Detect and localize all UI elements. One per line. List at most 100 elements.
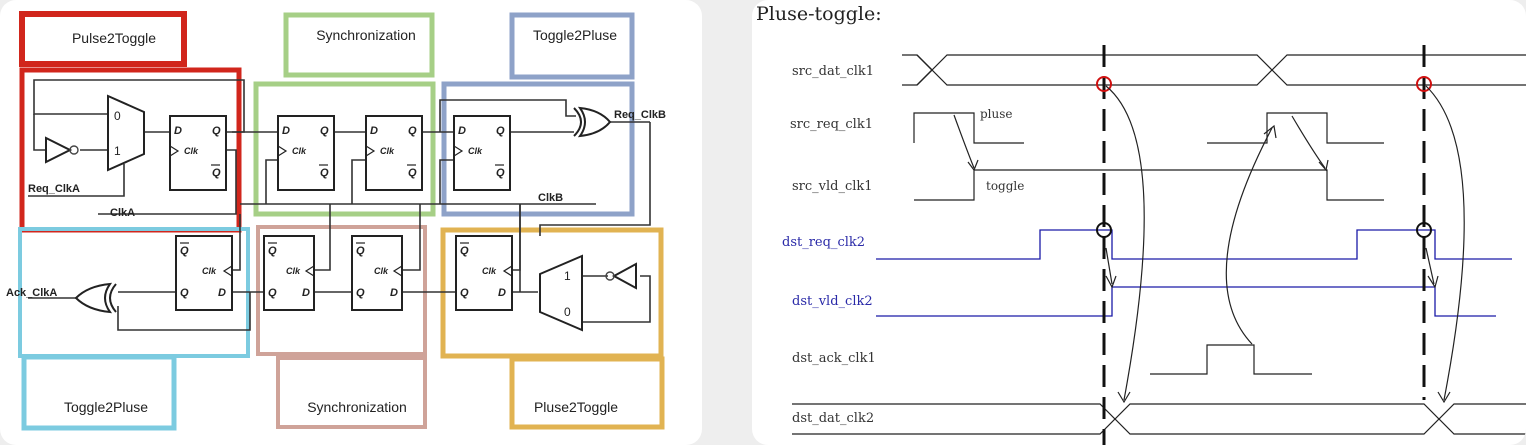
req-clkb-label: Req_ClkB: [614, 109, 666, 121]
clka-label: ClkA: [110, 207, 135, 219]
ff-top-3: D Q Clk Q: [365, 115, 423, 191]
xor-gate-top: [573, 106, 612, 138]
pluse2toggle-bottom-label-box: [509, 356, 665, 430]
wave-dst-ack: [1150, 344, 1312, 375]
ff-bottom-1-qbar: Q: [180, 245, 189, 257]
inverter-bottom: [611, 262, 637, 290]
timing-title: Pluse-toggle:: [756, 3, 882, 25]
top-row-wires: [28, 79, 651, 282]
ff-bottom-4: Q Clk Q D: [455, 235, 513, 311]
wave-dst-dat: [792, 403, 1526, 435]
wave-src-req: [913, 112, 1384, 144]
inverter-bottom-bubble: [605, 271, 615, 281]
sync-bottom-label: Synchronization: [307, 399, 407, 415]
ff-top-2-d: D: [282, 125, 290, 137]
ff-bottom-4-qbar: Q: [460, 245, 469, 257]
clkb-label: ClkB: [538, 192, 563, 204]
mux-top-in1: 1: [114, 144, 121, 158]
timing-panel: Pluse-toggle: src_dat_clk1 src_req_clk1 …: [752, 0, 1526, 445]
ff-top-1-qbar: Q: [212, 167, 221, 179]
bottom-row-wires: [28, 204, 651, 331]
ff-bottom-4-q: Q: [460, 287, 469, 299]
ff-bottom-2: Q Clk Q D: [263, 235, 315, 311]
ff-top-1: D Q Clk Q: [169, 115, 227, 191]
ff-bottom-4-d: D: [498, 287, 506, 299]
ff-top-3-clk: Clk: [380, 146, 395, 156]
pluse2toggle-bottom-region-box: [440, 227, 664, 359]
ff-bottom-3-clk: Clk: [374, 266, 389, 276]
sample-circle-red-1: [1096, 76, 1112, 92]
anno-toggle: toggle: [986, 179, 1024, 193]
req-clka-label: Req_ClkA: [28, 183, 80, 195]
wave-src-vld: [914, 169, 1384, 201]
group-boxes: [18, 11, 665, 431]
toggle2pluse-top-region-box: [441, 81, 635, 217]
causal-arrows: [953, 85, 1465, 404]
ff-top-1-clk: Clk: [184, 146, 199, 156]
ff-bottom-4-clk: Clk: [482, 266, 497, 276]
wave-dst-req: [876, 229, 1512, 260]
inverter-top-bubble: [69, 145, 79, 155]
ff-top-4: D Q Clk Q: [453, 115, 511, 191]
sample-circle-1: [1096, 222, 1112, 238]
ff-top-4-qbar: Q: [496, 167, 505, 179]
ff-top-3-qbar: Q: [408, 167, 417, 179]
toggle2pluse-top-label: Toggle2Pluse: [533, 27, 617, 43]
ff-bottom-2-d: D: [302, 287, 310, 299]
label-dst-dat: dst_dat_clk2: [792, 411, 874, 426]
sync-bottom-region-box: [256, 225, 427, 356]
ack-clka-label: Ack_ClkA: [6, 287, 57, 299]
toggle2pluse-bottom-label: Toggle2Pluse: [64, 399, 148, 415]
sync-top-label-box: [283, 12, 435, 78]
label-dst-ack: dst_ack_clk1: [792, 351, 876, 366]
schematic-panel: Pulse2Toggle Synchronization Toggle2Plus…: [0, 0, 702, 445]
mux-top: [107, 94, 145, 172]
ff-bottom-2-qbar: Q: [268, 245, 277, 257]
ff-bottom-3-qbar: Q: [356, 245, 365, 257]
ff-bottom-1-q: Q: [180, 287, 189, 299]
timing-diagram: Pluse-toggle: src_dat_clk1 src_req_clk1 …: [756, 3, 1526, 445]
anno-pulse: pluse: [980, 107, 1013, 121]
ff-bottom-1: Q Clk Q D: [175, 235, 233, 311]
toggle2pluse-bottom-label-box: [21, 354, 177, 431]
sync-top-region-box: [253, 81, 436, 217]
ff-bottom-2-q: Q: [268, 287, 277, 299]
sample-circle-2: [1416, 222, 1432, 238]
ff-bottom-3-d: D: [390, 287, 398, 299]
pulse2toggle-label-box: [19, 11, 187, 67]
toggle2pluse-top-label-box: [509, 12, 635, 80]
ff-top-3-d: D: [370, 125, 378, 137]
ff-top-4-d: D: [458, 125, 466, 137]
label-dst-vld: dst_vld_clk2: [792, 294, 873, 309]
sync-bottom-label-box: [276, 356, 427, 429]
ff-bottom-1-d: D: [218, 287, 226, 299]
label-src-vld: src_vld_clk1: [792, 179, 873, 194]
ff-top-4-q: Q: [496, 125, 505, 137]
schematic-diagram: Pulse2Toggle Synchronization Toggle2Plus…: [6, 11, 666, 431]
ff-top-1-q: Q: [212, 125, 221, 137]
ff-bottom-2-clk: Clk: [286, 266, 301, 276]
ff-bottom-3: Q Clk Q D: [351, 235, 403, 311]
ff-top-1-d: D: [174, 125, 182, 137]
pulse2toggle-top-label: Pulse2Toggle: [72, 30, 156, 46]
ff-bottom-3-q: Q: [356, 287, 365, 299]
sample-circle-red-2: [1416, 76, 1432, 92]
mux-bottom-in1: 1: [564, 269, 571, 283]
pluse2toggle-bottom-label: Pluse2Toggle: [534, 399, 618, 415]
xor-gate-bottom: [74, 282, 117, 314]
ff-bottom-1-clk: Clk: [202, 266, 217, 276]
label-src-dat: src_dat_clk1: [792, 64, 874, 79]
mux-bottom-in0: 0: [564, 305, 571, 319]
ff-top-2-qbar: Q: [320, 167, 329, 179]
ff-top-3-q: Q: [408, 125, 417, 137]
mux-top-in0: 0: [114, 109, 121, 123]
ff-top-4-clk: Clk: [468, 146, 483, 156]
label-src-req: src_req_clk1: [790, 117, 873, 132]
ff-top-2-q: Q: [320, 125, 329, 137]
ff-top-2: D Q Clk Q: [277, 115, 335, 191]
mux-bottom: [539, 254, 583, 332]
inverter-top: [45, 136, 73, 164]
ff-top-2-clk: Clk: [292, 146, 307, 156]
sync-top-label: Synchronization: [316, 27, 416, 43]
